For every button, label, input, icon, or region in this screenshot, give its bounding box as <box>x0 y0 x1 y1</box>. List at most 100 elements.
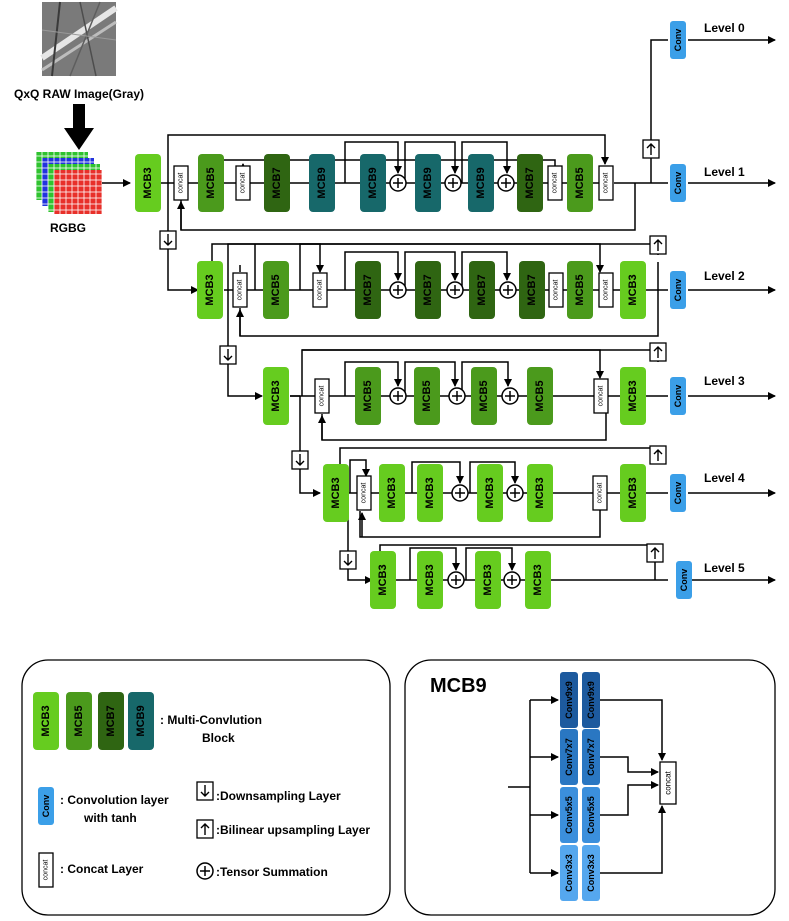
raw-image-caption: QxQ RAW Image(Gray) <box>14 87 144 101</box>
mcb5-block-label: MCB5 <box>534 380 546 411</box>
concat-block-label: concat <box>597 483 604 504</box>
mcb9-block <box>128 692 154 750</box>
concat-block <box>548 272 564 308</box>
mcb7-block-label: MCB7 <box>526 274 538 305</box>
mcb9-block-label: MCB9 <box>475 167 487 198</box>
raw-image <box>40 1 118 77</box>
connector-line <box>347 569 373 584</box>
mcb3-block-label: MCB3 <box>484 477 496 508</box>
mcb9-merge-line <box>600 805 666 874</box>
conv-block-label: Conv <box>679 569 689 592</box>
mcb9-block-label: MCB9 <box>367 167 379 198</box>
connector-line <box>344 141 402 183</box>
mcb9-merge-line <box>600 756 659 776</box>
level-3-label: Level 3 <box>704 374 745 388</box>
legend-up-desc: :Bilinear upsampling Layer <box>216 823 370 837</box>
plus-glyph <box>507 575 517 585</box>
level-1-label: Level 1 <box>704 165 745 179</box>
mcb3-block-label: MCB3 <box>424 564 436 595</box>
concat-block-label: concat <box>552 173 559 194</box>
connector-line <box>461 251 511 290</box>
plus-glyph <box>393 285 403 295</box>
concat-block-label: concat <box>319 386 326 407</box>
connector-line <box>461 361 512 396</box>
plus-glyph <box>455 488 465 498</box>
mcb9-detail-title: MCB9 <box>430 675 487 697</box>
connector-line <box>650 39 668 140</box>
concat-block <box>38 852 54 888</box>
conv-block <box>670 21 686 59</box>
mcb7-block <box>469 261 495 319</box>
mcb3-block <box>263 367 289 425</box>
mcb3-block <box>135 154 161 212</box>
mcb3-block-label: MCB3 <box>377 564 389 595</box>
mcb3-block-label: MCB3 <box>270 380 282 411</box>
mcb9-block-label: MCB9 <box>422 167 434 198</box>
mcb5-block-label: MCB5 <box>270 274 282 305</box>
mcb3-block-label: MCB3 <box>532 564 544 595</box>
legend-down-desc: :Downsampling Layer <box>216 789 341 803</box>
down-arrow-icon <box>343 554 353 566</box>
connector-line <box>404 251 459 290</box>
mcb3-block <box>379 464 405 522</box>
mcb9-concat-label: concat <box>664 770 673 794</box>
mcb9-block <box>415 154 441 212</box>
connector-line <box>404 141 459 183</box>
concat-block <box>173 165 189 201</box>
connector-line <box>227 364 263 400</box>
rgbg-label: RGBG <box>50 221 86 235</box>
mcb7-block <box>519 261 545 319</box>
mcb3-block-label: MCB3 <box>204 274 216 305</box>
concat-block-label: concat <box>361 483 368 504</box>
conv3-layer-label: Conv3x3 <box>564 854 574 892</box>
conv3-layer <box>560 845 578 901</box>
mcb3-block <box>417 551 443 609</box>
mcb5-block <box>414 367 440 425</box>
concat-block <box>593 378 609 414</box>
mcb5-block-label: MCB5 <box>574 167 586 198</box>
mcb5-block-label: MCB5 <box>421 380 433 411</box>
mcb3-block-label: MCB3 <box>330 477 342 508</box>
concat-block-label: concat <box>603 280 610 301</box>
mcb9-block <box>468 154 494 212</box>
plus-glyph <box>503 285 513 295</box>
conv-block-label: Conv <box>673 279 683 302</box>
mcb3-block <box>527 464 553 522</box>
mcb7-block-label: MCB7 <box>422 274 434 305</box>
mcb9-merge-line <box>600 781 659 816</box>
mcb5-block <box>263 261 289 319</box>
up-arrow-icon <box>200 823 210 835</box>
down-arrow-icon <box>64 104 94 150</box>
connector-line <box>302 349 604 379</box>
concat-block <box>547 165 563 201</box>
conv-block-label: Conv <box>673 172 683 195</box>
conv-block-label: Conv <box>41 795 51 818</box>
conv5-layer-label: Conv5x5 <box>586 796 596 834</box>
conv-block-label: Conv <box>673 29 683 52</box>
mcb5-block <box>527 367 553 425</box>
mcb5-block-label: MCB5 <box>478 380 490 411</box>
level-5-label: Level 5 <box>704 561 745 575</box>
conv5-layer <box>582 787 600 843</box>
mcb7-block <box>415 261 441 319</box>
conv5-layer-label: Conv5x5 <box>564 796 574 834</box>
mcb9-block-label: MCB9 <box>135 705 147 736</box>
mcb5-block <box>567 261 593 319</box>
mcb3-block <box>370 551 396 609</box>
mcb7-block <box>355 261 381 319</box>
concat-block <box>312 272 328 308</box>
plus-glyph <box>450 285 460 295</box>
mcb7-block-label: MCB7 <box>362 274 374 305</box>
mcb3-block-label: MCB3 <box>627 274 639 305</box>
connector-line <box>409 547 460 580</box>
mcb9-merge-line <box>600 699 666 761</box>
conv7-layer-label: Conv7x7 <box>564 738 574 776</box>
mcb9-block <box>309 154 335 212</box>
up-arrow-icon <box>653 346 663 358</box>
conv-block <box>670 377 686 415</box>
connector-line <box>167 134 609 183</box>
conv-block-label: Conv <box>673 482 683 505</box>
mcb7-block-label: MCB7 <box>271 167 283 198</box>
mcb3-block <box>33 692 59 750</box>
up-arrow-icon <box>646 143 656 155</box>
